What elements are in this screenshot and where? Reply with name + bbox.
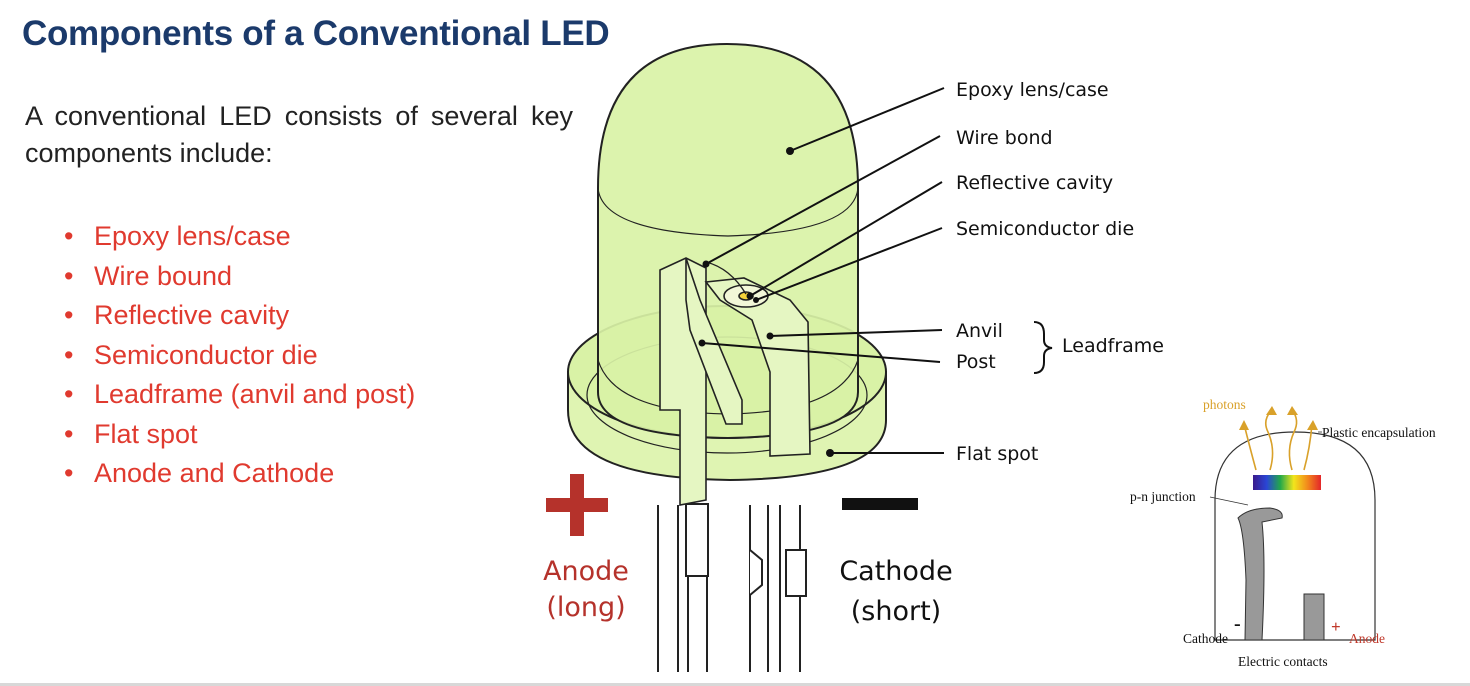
anode-lead: [657, 505, 679, 672]
slide-title: Components of a Conventional LED: [22, 14, 610, 53]
label-epoxy: Epoxy lens/case: [956, 79, 1109, 101]
inset-contacts-label: Electric contacts: [1238, 654, 1328, 669]
list-item: •Leadframe (anvil and post): [64, 375, 415, 415]
inset-cathode-lead: [1237, 507, 1283, 641]
plus-sign-icon: [546, 474, 608, 536]
post-bend: [685, 257, 743, 425]
cathode-label: Cathode: [839, 556, 952, 587]
label-flat-spot: Flat spot: [956, 443, 1038, 465]
leader-dots: [698, 147, 834, 457]
footer-divider: [0, 683, 1470, 686]
bullet-icon: •: [64, 458, 74, 488]
anode-label: Anode: [543, 556, 629, 587]
cathode-sublabel: (short): [851, 596, 941, 627]
anode-sublabel: (long): [546, 592, 625, 623]
inset-anode-label: Anode: [1349, 631, 1385, 646]
led-leads: [657, 503, 807, 672]
inset-minus-sign: -: [1234, 613, 1241, 635]
inset-photons-label: photons: [1203, 397, 1246, 412]
anvil-shape: [704, 277, 811, 457]
inset-anode-lead: [1303, 593, 1325, 641]
list-item: •Semiconductor die: [64, 336, 415, 376]
label-post: Post: [956, 351, 996, 373]
cathode-lead-stub: [785, 549, 807, 597]
bullet-icon: •: [64, 260, 74, 291]
list-item: •Flat spot: [64, 415, 415, 455]
leadframe-brace-icon: [1033, 321, 1053, 374]
cathode-lead-kink: [749, 549, 763, 596]
inset-diagram: [1209, 406, 1376, 641]
label-leadframe: Leadframe: [1062, 335, 1164, 357]
inset-spectrum: [1253, 475, 1321, 490]
list-item: •Anode and Cathode: [64, 454, 415, 494]
inset-encapsulation: [1214, 431, 1376, 641]
inset-cathode-label: Cathode: [1183, 631, 1228, 646]
photon-arrowheads: [1239, 406, 1318, 430]
list-item: •Wire bound: [64, 257, 415, 297]
label-semiconductor-die: Semiconductor die: [956, 218, 1134, 240]
bullet-icon: •: [64, 418, 74, 449]
bullet-icon: •: [64, 379, 74, 409]
pn-leader: [1209, 496, 1249, 506]
wire-bond-shape: [705, 261, 747, 295]
inset-plastic-label: Plastic encapsulation: [1322, 425, 1436, 440]
component-list: •Epoxy lens/case •Wire bound •Reflective…: [64, 217, 415, 494]
leader-lines: [701, 87, 945, 454]
minus-sign-icon: [842, 498, 918, 510]
bullet-icon: •: [64, 339, 74, 370]
intro-text: A conventional LED consists of several k…: [25, 101, 573, 168]
label-wire-bond: Wire bond: [956, 127, 1053, 149]
bullet-icon: •: [64, 300, 74, 330]
anode-lead-kink: [685, 503, 709, 577]
inset-plus-sign: +: [1331, 617, 1341, 636]
list-item: •Reflective cavity: [64, 296, 415, 336]
label-anvil: Anvil: [956, 320, 1003, 342]
inset-pn-label: p-n junction: [1130, 489, 1196, 504]
label-reflective-cavity: Reflective cavity: [956, 172, 1113, 194]
list-item: •Epoxy lens/case: [64, 217, 415, 257]
bullet-icon: •: [64, 221, 74, 251]
